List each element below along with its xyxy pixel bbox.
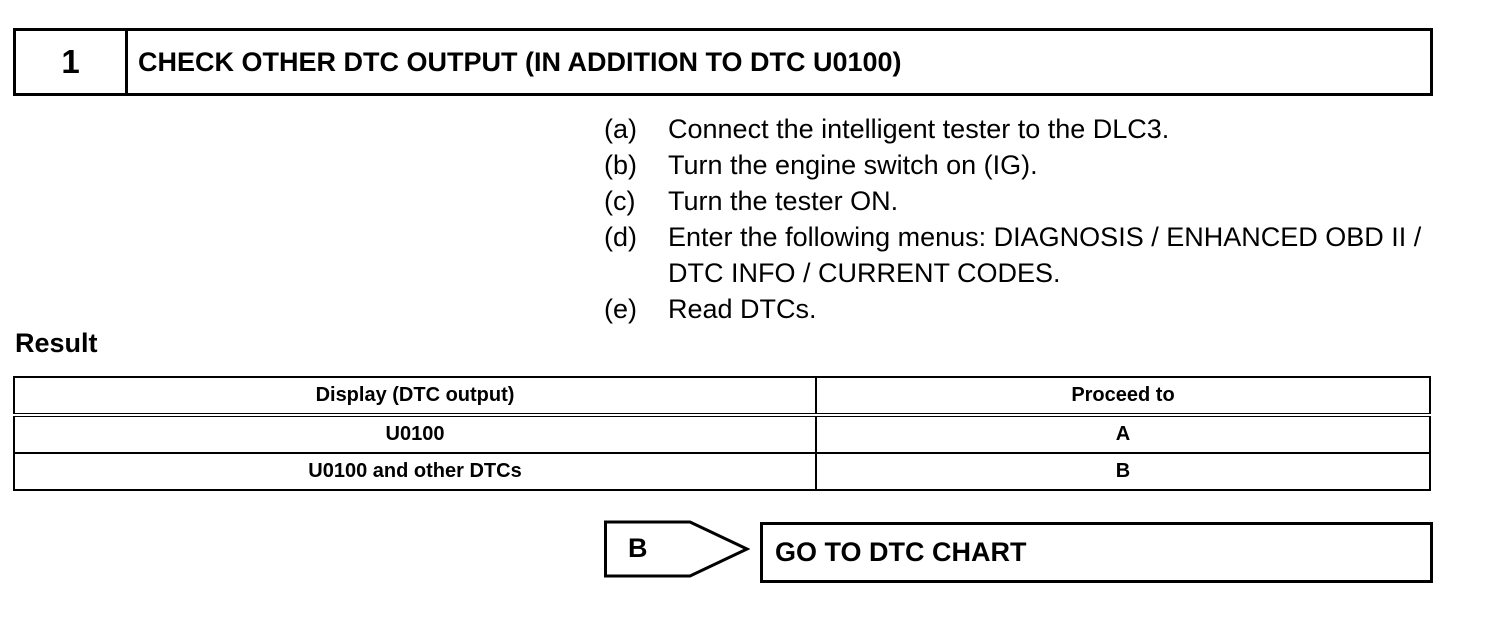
step-title: CHECK OTHER DTC OUTPUT (IN ADDITION TO D…	[138, 46, 902, 77]
result-table: Display (DTC output) Proceed to U0100 A …	[13, 376, 1431, 491]
instruction-item: (a) Connect the intelligent tester to th…	[604, 111, 1444, 147]
instruction-item: (b) Turn the engine switch on (IG).	[604, 147, 1444, 183]
instruction-text: Read DTCs.	[668, 294, 817, 324]
arrow-shape-icon	[604, 520, 750, 578]
instruction-letter: (e)	[604, 294, 637, 324]
table-cell-display: U0100 and other DTCs	[13, 452, 817, 491]
instruction-text: Turn the tester ON.	[668, 186, 899, 216]
branch-arrow: B	[604, 520, 750, 578]
instruction-letter: (b)	[604, 150, 637, 180]
table-row: U0100 A	[13, 414, 1431, 454]
table-cell-proceed: A	[815, 414, 1431, 454]
instruction-letter: (d)	[604, 222, 637, 252]
table-row: U0100 and other DTCs B	[13, 452, 1431, 491]
table-cell-proceed: B	[815, 452, 1431, 491]
instruction-text: Connect the intelligent tester to the DL…	[668, 114, 1170, 144]
instruction-item: (c) Turn the tester ON.	[604, 183, 1444, 219]
instruction-letter: (a)	[604, 114, 637, 144]
step-header: 1 CHECK OTHER DTC OUTPUT (IN ADDITION TO…	[13, 28, 1433, 96]
instruction-list: (a) Connect the intelligent tester to th…	[604, 111, 1444, 327]
instruction-text: Enter the following menus: DIAGNOSIS / E…	[668, 222, 1422, 288]
branch-letter: B	[628, 533, 648, 563]
goto-dtc-chart-box: GO TO DTC CHART	[760, 522, 1433, 583]
column-header-display: Display (DTC output)	[13, 376, 817, 417]
step-number: 1	[16, 31, 128, 93]
instruction-text: Turn the engine switch on (IG).	[668, 150, 1038, 180]
table-cell-display: U0100	[13, 414, 817, 454]
instruction-letter: (c)	[604, 186, 636, 216]
column-header-proceed: Proceed to	[815, 376, 1431, 417]
result-heading: Result	[15, 328, 98, 358]
instruction-item: (d) Enter the following menus: DIAGNOSIS…	[604, 219, 1444, 291]
table-header-row: Display (DTC output) Proceed to	[13, 376, 1431, 417]
instruction-item: (e) Read DTCs.	[604, 291, 1444, 327]
